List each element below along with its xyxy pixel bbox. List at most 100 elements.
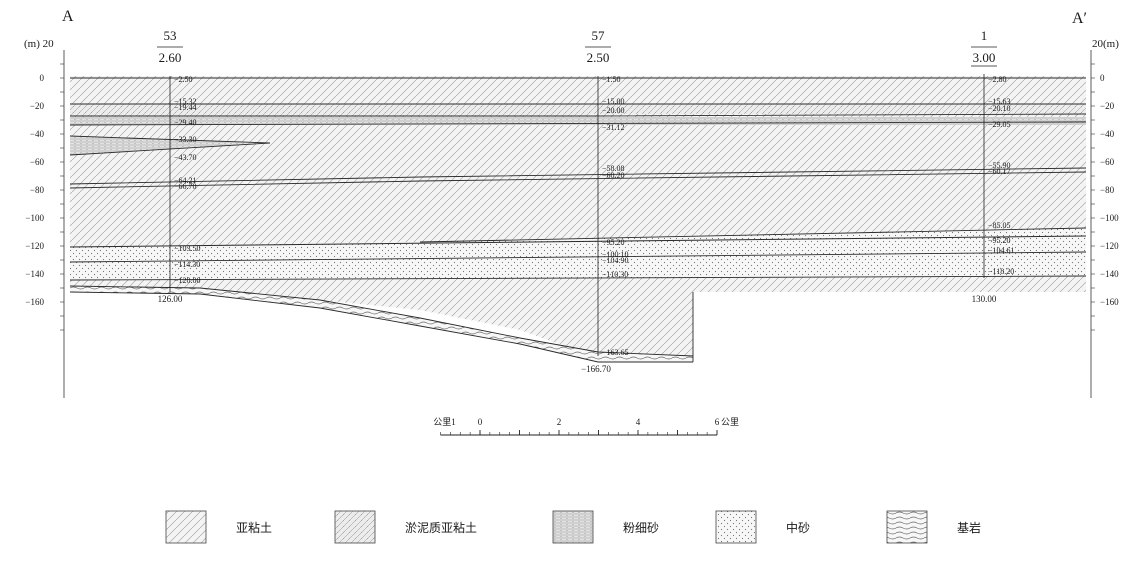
axis-tick-label: −80 xyxy=(1100,185,1115,195)
section-start-label: A xyxy=(62,8,74,25)
axis-tick-label: −80 xyxy=(30,185,45,195)
layer-depth-label: −60.20 xyxy=(602,171,625,180)
borehole-columns: 53 2.60 −2.50 −15.32−19.44 −29.40 −33.30 −43.7… xyxy=(157,28,1015,374)
layer-depth-label: −2.80 xyxy=(988,75,1007,84)
axis-tick-label: 0 xyxy=(1100,73,1105,83)
scale-tick-label: 6 xyxy=(715,417,720,427)
layer-depth-label: −33.30 xyxy=(174,135,197,144)
legend-label: 中砂 xyxy=(786,520,810,535)
borehole-elevation: 3.00 xyxy=(973,50,996,65)
legend: 亚粘土 淤泥质亚粘土 粉细砂 中砂 基岩 xyxy=(165,510,981,544)
scale-left-label: 公里1 xyxy=(433,417,456,427)
layer-depth-label: −103.50 xyxy=(174,244,201,253)
layer-depth-label: −2.50 xyxy=(174,75,193,84)
legend-swatch xyxy=(165,510,207,544)
layer-depth-label: −15.32 xyxy=(174,97,197,106)
axis-tick-label: −140 xyxy=(25,269,44,279)
axis-tick-label: −100 xyxy=(25,213,44,223)
legend-item-bedrock: 基岩 xyxy=(886,510,981,544)
layer-depth-label: −104.90 xyxy=(602,256,629,265)
layer-depth-label: −20.10 xyxy=(988,104,1011,113)
layer-depth-label: −163.65 xyxy=(602,348,629,357)
silty-clay-band-1 xyxy=(70,104,590,116)
borehole-elevation: 2.60 xyxy=(159,50,182,65)
medium-sand-wedge xyxy=(70,228,1086,280)
borehole-id: 57 xyxy=(592,28,606,43)
axis-tick-label: −160 xyxy=(25,297,44,307)
legend-item-clay: 亚粘土 xyxy=(165,510,272,544)
legend-label: 淤泥质亚粘土 xyxy=(405,520,477,535)
depth-axis-right: 0 −20 −40 −60 −80 −100 −120 −140 −160 xyxy=(1090,50,1119,398)
axis-tick-label: −120 xyxy=(25,241,44,251)
borehole-id: 1 xyxy=(981,28,988,43)
legend-item-medium-sand: 中砂 xyxy=(715,510,810,544)
legend-label: 基岩 xyxy=(957,520,981,535)
layer-depth-label: −64.21 xyxy=(174,176,197,185)
axis-tick-label: −120 xyxy=(1100,241,1119,251)
legend-swatch xyxy=(715,510,757,544)
layer-depth-label: −100.10 xyxy=(602,250,629,259)
borehole-1: 1 3.00 −2.80 −15.63−20.10 −29.05 −55.90−60.17… xyxy=(971,28,1015,304)
axis-tick-label: −40 xyxy=(30,129,45,139)
layer-depth-label: −15.63 xyxy=(988,97,1011,106)
axis-tick-label: −60 xyxy=(30,157,45,167)
layer-depth-label: −114.30 xyxy=(174,260,200,269)
layer-depth-label: −66.70 xyxy=(174,182,197,191)
layer-depth-label: −58.08 xyxy=(602,164,625,173)
layer-depth-label: −85.05 xyxy=(988,221,1011,230)
strata-layers xyxy=(70,76,1086,362)
bedrock-slope xyxy=(70,286,693,362)
axis-unit-right: 20(m) xyxy=(1092,38,1119,50)
layer-depth-label: −118.20 xyxy=(988,267,1014,276)
layer-depth-label: −95.20 xyxy=(602,238,625,247)
axis-tick-label: −100 xyxy=(1100,213,1119,223)
layer-depth-label: −15.00 xyxy=(602,97,625,106)
depth-axis-left: 0 −20 −40 −60 −80 −100 −120 −140 −160 xyxy=(25,50,65,398)
section-end-label: A′ xyxy=(1072,10,1088,27)
layer-depth-label: −29.05 xyxy=(988,120,1011,129)
layer-depth-label: −20.00 xyxy=(602,106,625,115)
borehole-53: 53 2.60 −2.50 −15.32−19.44 −29.40 −33.30 −43.7… xyxy=(157,28,201,304)
layer-depth-label: −95.20 xyxy=(988,236,1011,245)
legend-label: 亚粘土 xyxy=(236,520,272,535)
axis-tick-label: −40 xyxy=(1100,129,1115,139)
layer-depth-label: −1.50 xyxy=(602,75,621,84)
legend-swatch xyxy=(552,510,594,544)
scale-tick-label: 0 xyxy=(478,417,483,427)
scale-tick-label: 4 xyxy=(636,417,641,427)
stratum-boundaries xyxy=(69,77,1087,363)
legend-swatch xyxy=(334,510,376,544)
borehole-elevation: 2.50 xyxy=(587,50,610,65)
legend-item-silty-clay: 淤泥质亚粘土 xyxy=(334,510,477,544)
legend-item-fine-sand: 粉细砂 xyxy=(552,510,659,544)
bottom-depth-label: 130.00 xyxy=(972,294,997,304)
bottom-depth-label: −166.70 xyxy=(581,364,611,374)
layer-depth-label: −60.17 xyxy=(988,167,1011,176)
layer-depth-label: −43.70 xyxy=(174,153,197,162)
axis-tick-label: −20 xyxy=(30,101,45,111)
borehole-57: 57 2.50 −1.50 −15.00−20.00 −31.12 −58.08−60.2… xyxy=(581,28,628,374)
layer-depth-label: −120.00 xyxy=(174,276,201,285)
axis-tick-label: 0 xyxy=(40,73,45,83)
axis-unit-left: (m) 20 xyxy=(24,38,54,50)
layer-depth-label: −31.12 xyxy=(602,123,625,132)
layer-depth-label: −29.40 xyxy=(174,118,197,127)
clay-layer-upper xyxy=(70,76,1086,358)
layer-depth-label: −110.30 xyxy=(602,270,628,279)
layer-depth-label: −104.61 xyxy=(988,246,1015,255)
layer-depth-label: −55.90 xyxy=(988,161,1011,170)
borehole-id: 53 xyxy=(164,28,177,43)
scale-tick-label: 2 xyxy=(557,417,562,427)
legend-swatch xyxy=(886,510,928,544)
layer-depth-label: −19.44 xyxy=(174,103,197,112)
fine-sand-band xyxy=(70,117,1086,125)
scale-right-label: 公里 xyxy=(721,417,739,427)
axis-tick-label: −140 xyxy=(1100,269,1119,279)
axis-tick-label: −20 xyxy=(1100,101,1115,111)
axis-tick-label: −60 xyxy=(1100,157,1115,167)
axis-tick-label: −160 xyxy=(1100,297,1119,307)
silty-clay-band-2 xyxy=(590,104,1086,114)
